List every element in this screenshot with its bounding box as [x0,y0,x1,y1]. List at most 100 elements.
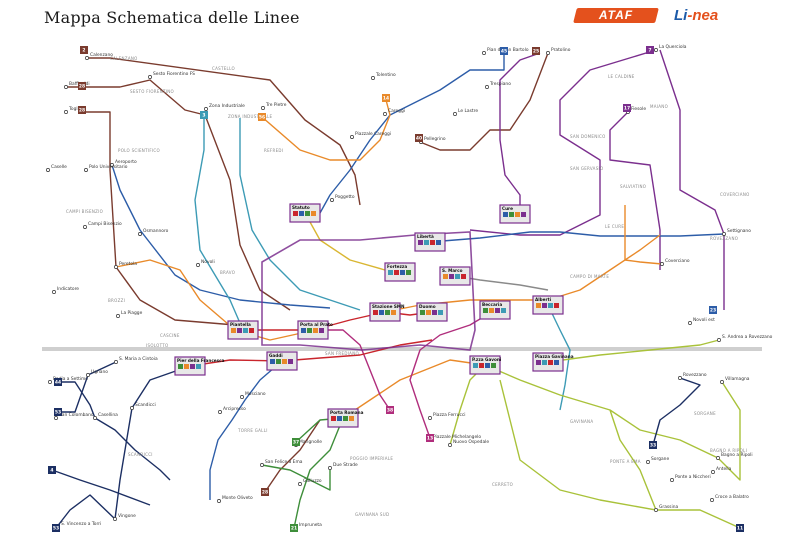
station-12[interactable]: La Piagge [116,310,143,318]
terminal-badge-12[interactable]: 33 [649,441,657,449]
terminal-badge-3[interactable]: 3 [200,111,208,119]
terminal-badge-1[interactable]: 28 [78,82,86,90]
station-22[interactable]: Pellegrino [419,136,446,144]
station-16[interactable]: Le Lastre [453,108,478,116]
terminal-badge-7[interactable]: 7 [646,46,654,54]
station-2[interactable]: Sesto Fiorentino FS [148,71,195,79]
station-label: Badia a Settimo [53,376,88,382]
station-52[interactable]: Croce a Balatro [710,494,749,502]
terminal-badge-18[interactable]: 28 [261,488,269,496]
hub-2[interactable]: Duomo [416,302,448,322]
terminal-badge-22[interactable]: 4 [48,466,56,474]
terminal-badge-2[interactable]: 28 [78,106,86,114]
station-49[interactable]: Grassina [654,504,678,512]
station-55[interactable]: Sorgane [646,456,669,464]
station-9[interactable]: Campi Bisenzio [83,221,122,229]
station-23[interactable]: Tolentino [371,72,396,80]
hub-5[interactable]: Fortezza [384,262,416,282]
station-dot [114,265,118,269]
station-10[interactable]: Peretola [114,261,137,269]
station-25[interactable]: Poggetto [330,194,355,202]
station-3[interactable]: Togliatti [64,106,86,114]
terminal-badge-8[interactable]: 17 [623,104,631,112]
hub-8[interactable]: Beccaria [479,300,511,320]
station-39[interactable]: San Felice a Ema [260,459,303,467]
hub-line-chip [438,310,443,315]
station-dot [86,373,90,377]
terminal-badge-14[interactable]: 44 [54,378,62,386]
hub-3[interactable]: S. Marco [439,266,471,286]
station-35[interactable]: Scandicci [130,402,156,410]
terminal-badge-19[interactable]: 37 [292,438,300,446]
station-44[interactable]: Vingone [113,513,136,521]
terminal-number: 37 [293,440,299,446]
hub-11[interactable]: P.zza Gavoni [469,355,502,375]
station-30[interactable]: S. Maria a Cintoia [114,356,158,364]
terminal-badge-9[interactable]: 40 [415,134,423,142]
hub-10[interactable]: Piazza Gavinana [532,352,574,372]
station-8[interactable]: Caselle [46,164,67,172]
station-19[interactable]: Pratolino [546,47,571,55]
hub-4[interactable]: Libertà [414,232,446,252]
terminal-badge-0[interactable]: 2 [80,46,88,54]
station-29[interactable]: S. Andrea a Rovezzano [717,334,773,342]
station-24[interactable]: Piazzale Careggi [350,131,391,139]
station-27[interactable]: Coverciano [660,258,690,266]
station-53[interactable]: Rovezzano [678,372,707,380]
station-11[interactable]: Indicatore [52,286,79,294]
station-51[interactable]: Ponte a Niccheri [670,474,711,482]
station-0[interactable]: Calenzano [85,52,113,60]
hub-12[interactable]: Porta Romana [327,408,364,428]
linea-logo-text-a: Li [674,7,688,24]
station-32[interactable]: Badia a Settimo [48,376,88,384]
station-15[interactable]: Careggi [383,108,405,116]
station-45[interactable]: S. Vincenzo a Torri [56,521,101,529]
hub-7[interactable]: Cure [499,204,531,224]
station-13[interactable]: Osmannoro [138,228,169,236]
station-54[interactable]: Villamagna [720,376,750,384]
hub-14[interactable]: Pier della Francesca [174,356,225,376]
terminal-badge-6[interactable]: 45 [500,47,508,55]
station-6[interactable]: Aeroporto [110,159,137,167]
station-37[interactable]: Mosciano [240,391,266,399]
station-7[interactable]: Polo Universitario [84,164,128,172]
station-56[interactable]: Nuovo Ospedale [448,439,489,447]
station-42[interactable]: Monte Oliveto [217,495,253,503]
station-48[interactable]: Bagno a Ripoli [716,452,753,460]
station-26[interactable]: Settignano [722,228,751,236]
terminal-badge-17[interactable]: 21 [290,524,298,532]
hub-9[interactable]: Alberti [532,295,564,315]
station-20[interactable]: La Querciola [654,44,687,52]
terminal-badge-5[interactable]: 25 [532,47,540,55]
hub-15[interactable]: Piantella [227,320,259,340]
hub-1[interactable]: Porta al Prato [297,320,333,340]
terminal-badge-21[interactable]: 38 [386,406,394,414]
station-36[interactable]: Arcipresso [218,406,246,414]
hub-6[interactable]: Statuto [289,203,321,223]
station-4[interactable]: Zona Industriale [204,103,245,111]
terminal-badge-10[interactable]: 14 [382,94,390,102]
terminal-badge-11[interactable]: 23 [709,306,717,314]
station-34[interactable]: Casellina [93,412,118,420]
station-40[interactable]: Galluzzo [298,478,322,486]
station-33[interactable]: San Colombano [54,412,94,420]
area-label-9: CASCINE [160,333,180,338]
station-17[interactable]: Trespiano [485,81,511,89]
terminal-badge-15[interactable]: 53 [54,408,62,416]
terminal-badge-16[interactable]: 53 [52,524,60,532]
station-41[interactable]: Due Strade [328,462,358,470]
station-14[interactable]: Novoli [196,259,215,267]
station-5[interactable]: Tre Pietre [261,102,287,110]
station-28[interactable]: Novoli est [688,317,715,325]
station-dot [485,85,489,89]
hub-13[interactable]: Gaddi [266,351,298,371]
terminal-badge-4[interactable]: 56 [258,113,266,121]
station-31[interactable]: Ugnano [86,369,108,377]
terminal-badge-13[interactable]: 11 [736,524,744,532]
station-50[interactable]: Antella [711,466,732,474]
station-43[interactable]: Impruneta [294,522,322,530]
hub-0[interactable]: Stazione SMN [369,302,405,322]
terminal-badge-20[interactable]: 13 [426,434,434,442]
station-47[interactable]: Piazza Ferrucci [428,412,466,420]
